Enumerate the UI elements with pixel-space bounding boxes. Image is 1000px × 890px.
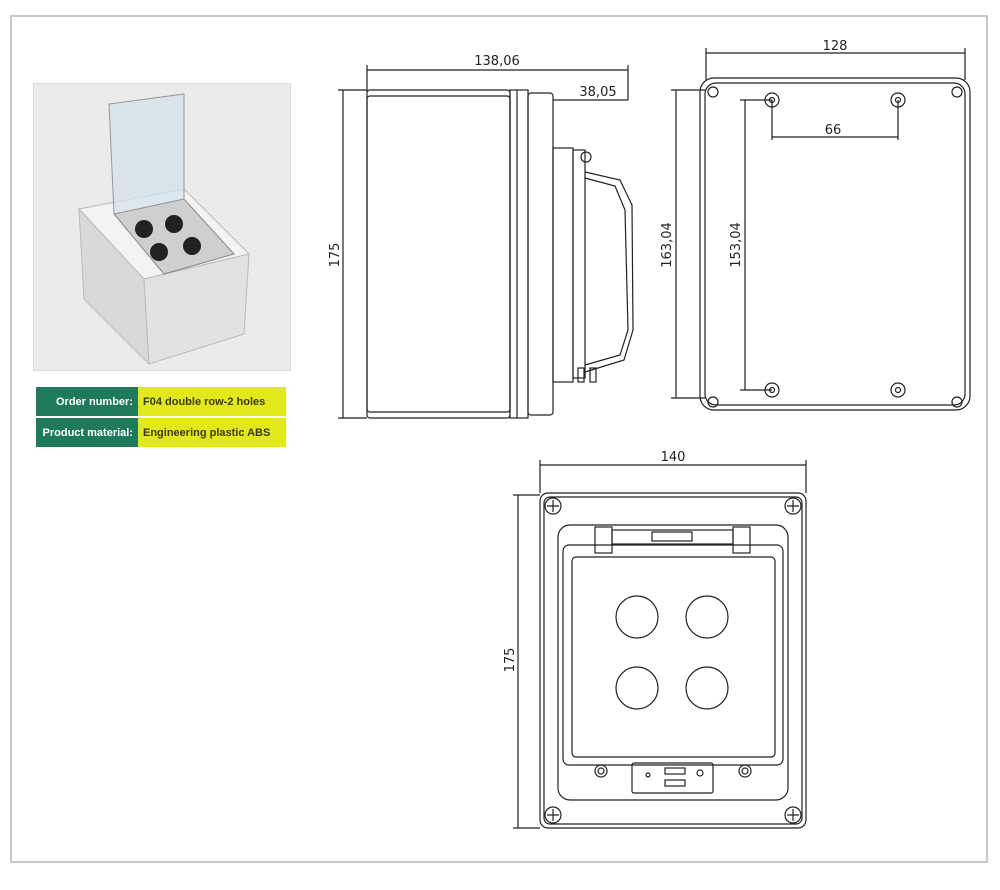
lid-depth-dimension: 38,05 <box>579 85 616 100</box>
table-row: Product material: Engineering plastic AB… <box>36 417 286 449</box>
front-width-dimension: 140 <box>661 450 686 465</box>
product-photo <box>33 83 291 371</box>
latch <box>631 762 714 794</box>
side-height-dimension: 175 <box>328 243 343 268</box>
back-width-dimension: 128 <box>823 39 848 54</box>
page-frame <box>10 15 988 863</box>
order-number-label: Order number: <box>36 387 138 418</box>
front-view: 140 175 <box>503 450 807 829</box>
material-value: Engineering plastic ABS <box>138 417 286 449</box>
mount-height-dimension: 153,04 <box>729 222 744 268</box>
corner-screws <box>544 497 802 824</box>
table-row: Order number: F04 double row-2 holes <box>36 387 286 418</box>
spec-table: Order number: F04 double row-2 holes Pro… <box>36 387 286 449</box>
order-number-value: F04 double row-2 holes <box>138 387 286 418</box>
corner-screws <box>707 86 963 408</box>
front-height-dimension: 175 <box>503 648 518 673</box>
button-holes <box>615 595 729 710</box>
material-label: Product material: <box>36 417 138 449</box>
overall-depth-dimension: 138,06 <box>474 54 520 69</box>
mount-spacing-dimension: 66 <box>825 123 842 138</box>
back-view: 128 66 163,04 153,04 <box>660 39 971 411</box>
mount-holes <box>764 92 906 398</box>
back-height-dimension: 163,04 <box>660 222 675 268</box>
side-view: 138,06 38,05 175 <box>328 54 634 419</box>
